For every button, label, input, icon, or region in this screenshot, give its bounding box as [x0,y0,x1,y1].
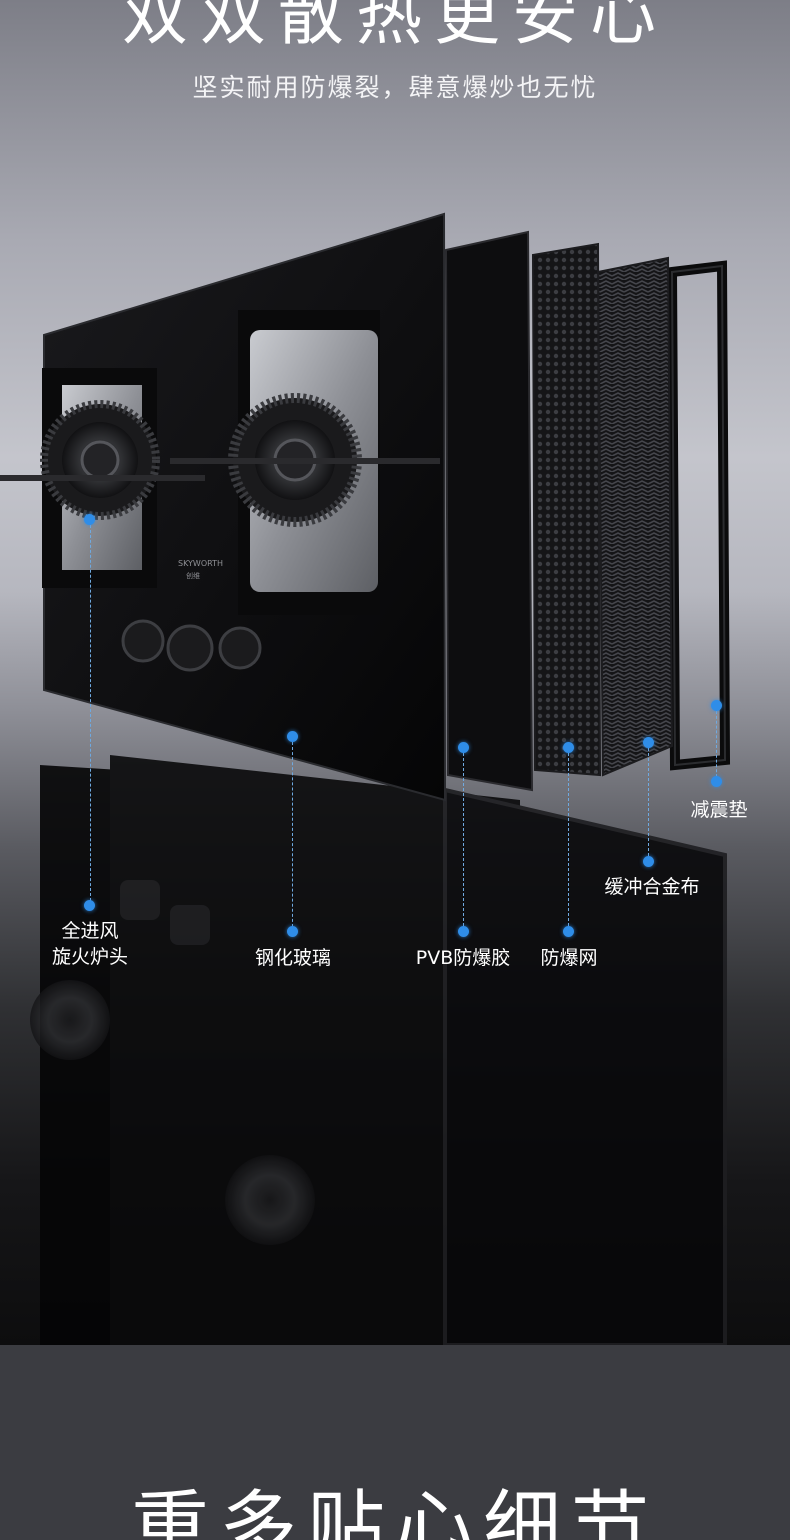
callout-dot-cloth-end [643,856,654,867]
brand-logo-sub: 创维 [186,571,200,580]
callout-dot-mesh-end [563,926,574,937]
callout-line-pad [716,711,717,782]
callout-dot-burner-end [84,900,95,911]
callout-dot-pad [711,700,722,711]
left-burner [0,368,205,588]
hero-title: 双双散热更安心 [122,0,668,54]
footer-section: 重多贴心细节 [0,1345,790,1540]
hero-section: 双双散热更安心 坚实耐用防爆裂，肆意爆炒也无忧 [0,0,790,1345]
label-mesh: 防爆网 [540,947,598,969]
callout-dot-pad-end [711,776,722,787]
brand-logo: SKYWORTH [178,559,223,568]
cooktop-exploded-illustration: SKYWORTH 创维 [0,212,731,1345]
reflection [30,755,727,1345]
label-buffer-cloth: 缓冲合金布 [604,876,700,898]
callout-line-burner [90,525,91,901]
callout-line-glass [292,742,293,932]
callout-line-pvb [463,753,464,931]
callout-dot-pvb-end [458,926,469,937]
callout-line-cloth [648,748,649,861]
callout-dot-mesh [563,742,574,753]
right-burner [170,310,440,615]
callout-dot-burner [84,514,95,525]
callout-dot-glass [287,731,298,742]
label-burner: 全进风 旋火炉头 [51,920,128,968]
callout-dot-cloth [643,737,654,748]
label-tempered-glass: 钢化玻璃 [254,947,331,969]
callout-dot-glass-end [287,926,298,937]
callout-dot-pvb [458,742,469,753]
callout-line-mesh [568,753,569,931]
footer-title: 重多贴心细节 [130,1483,659,1540]
label-pvb: PVB防爆胶 [415,947,511,969]
hero-subtitle: 坚实耐用防爆裂，肆意爆炒也无忧 [192,73,598,102]
label-shock-pad: 减震垫 [690,799,748,821]
control-knobs [121,619,262,672]
